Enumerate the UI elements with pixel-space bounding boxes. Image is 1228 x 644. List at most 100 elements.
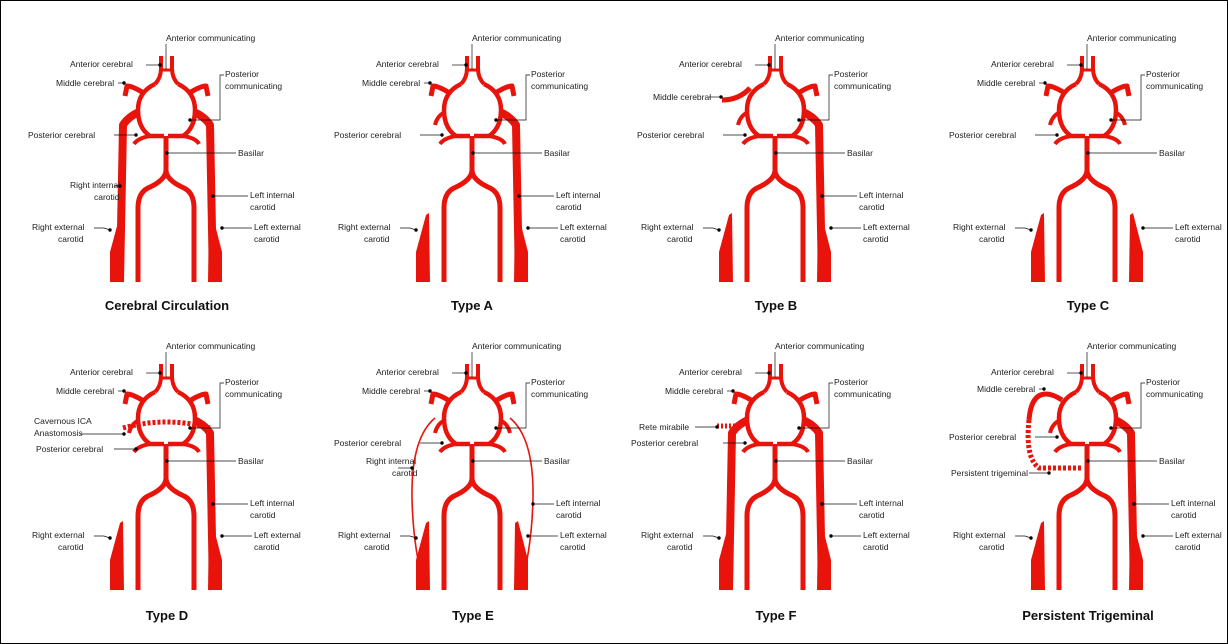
- label-left-internal: Left internal: [250, 190, 295, 200]
- vessels: [1031, 56, 1143, 282]
- dot-anterior-cerebral: [1079, 63, 1082, 66]
- label-right-external-2: carotid: [58, 542, 84, 552]
- label-right-external-2: carotid: [364, 542, 390, 552]
- label-posterior-cerebral: Posterior cerebral: [334, 130, 401, 140]
- label-right-external: Right external: [32, 530, 85, 540]
- leader-right-external-carotid: [400, 228, 416, 230]
- panel-title: Cerebral Circulation: [105, 298, 229, 313]
- label-middle-cerebral: Middle cerebral: [653, 92, 711, 102]
- panel-title: Type F: [756, 608, 797, 623]
- right-middle-cerebral-artery: [431, 394, 448, 404]
- label-anterior-communicating: Anterior communicating: [166, 33, 256, 43]
- dot-posterior-cerebral: [1055, 435, 1058, 438]
- dot-left-external-carotid: [526, 534, 529, 537]
- label-communicating: communicating: [834, 389, 891, 399]
- leader-right-external-carotid: [703, 228, 719, 230]
- dot-basilar: [471, 151, 474, 154]
- label-left-external: Left external: [863, 222, 910, 232]
- left-posterior-cerebral-artery: [792, 136, 808, 144]
- dot-persistent-trigeminal: [1047, 471, 1050, 474]
- label-left-internal-2: carotid: [250, 202, 276, 212]
- left-vertebral-artery: [166, 478, 194, 590]
- label-posterior: Posterior: [1146, 69, 1180, 79]
- dot-anterior-cerebral: [767, 371, 770, 374]
- right-vertebral-artery: [138, 170, 166, 282]
- left-anterior-cerebral-artery: [1093, 364, 1099, 392]
- dot-left-internal-carotid: [531, 502, 534, 505]
- dot-posterior-cerebral: [134, 447, 137, 450]
- dot-anterior-cerebral: [464, 63, 467, 66]
- dot-posterior-communicating: [797, 118, 800, 121]
- left-internal-carotid-artery: [803, 112, 822, 282]
- label-right-external: Right external: [338, 222, 391, 232]
- dot-anterior-cerebral: [1079, 371, 1082, 374]
- label-posterior-cerebral: Posterior cerebral: [334, 438, 401, 448]
- label-left-external-2: carotid: [1175, 234, 1201, 244]
- label-right-external-2: carotid: [667, 542, 693, 552]
- dot-right-internal-carotid: [410, 466, 413, 469]
- label-anterior-cerebral: Anterior cerebral: [991, 59, 1054, 69]
- dot-anterior-cerebral: [158, 63, 161, 66]
- left-middle-cerebral-artery: [191, 394, 208, 404]
- dot-anterior-cerebral: [767, 63, 770, 66]
- label-anterior-cerebral: Anterior cerebral: [679, 367, 742, 377]
- panel-cerebral-circulation: Anterior communicatingAnterior cerebralM…: [0, 20, 300, 330]
- label-posterior-cerebral: Posterior cerebral: [949, 432, 1016, 442]
- left-vertebral-artery: [775, 478, 803, 590]
- left-internal-carotid-artery: [803, 420, 822, 590]
- label-posterior: Posterior: [225, 377, 259, 387]
- label-communicating: communicating: [1146, 81, 1203, 91]
- label-left-internal: Left internal: [556, 498, 601, 508]
- label-left-internal-2: carotid: [859, 510, 885, 520]
- left-external-carotid-artery: [514, 521, 528, 590]
- dot-posterior-communicating: [188, 118, 191, 121]
- dot-middle-cerebral: [719, 95, 722, 98]
- label-left-external-2: carotid: [254, 234, 280, 244]
- dot-posterior-communicating: [1109, 118, 1112, 121]
- label-middle-cerebral: Middle cerebral: [56, 78, 114, 88]
- dot-right-external-carotid: [1029, 536, 1032, 539]
- left-posterior-cerebral-artery: [792, 444, 808, 452]
- dot-left-external-carotid: [220, 534, 223, 537]
- label-communicating: communicating: [225, 81, 282, 91]
- vessels: [719, 56, 831, 282]
- label-left-external: Left external: [254, 530, 301, 540]
- label-right-external-2: carotid: [364, 234, 390, 244]
- label-right-external-2: carotid: [979, 542, 1005, 552]
- dot-middle-cerebral: [1042, 387, 1045, 390]
- dot-basilar: [165, 459, 168, 462]
- dot-left-internal-carotid: [820, 502, 823, 505]
- panel-type-b: Anterior communicatingAnterior cerebralM…: [609, 20, 909, 330]
- panel-type-a: Anterior communicatingAnterior cerebralM…: [306, 20, 606, 330]
- dot-left-internal-carotid: [1132, 502, 1135, 505]
- label-left-internal-2: carotid: [859, 202, 885, 212]
- panel-type-c: Anterior communicatingAnterior cerebralM…: [921, 20, 1221, 330]
- panel-title: Type C: [1067, 298, 1110, 313]
- left-posterior-cerebral-artery: [183, 444, 199, 452]
- label-right-internal: Right internal: [70, 180, 120, 190]
- label-right-external-2: carotid: [979, 234, 1005, 244]
- label-communicating: communicating: [1146, 389, 1203, 399]
- dot-middle-cerebral: [1043, 81, 1046, 84]
- label-right-external: Right external: [641, 222, 694, 232]
- dot-left-internal-carotid: [820, 194, 823, 197]
- left-anterior-cerebral-artery: [478, 364, 484, 392]
- label-right-internal-2: carotid: [94, 192, 120, 202]
- dot-left-external-carotid: [1141, 226, 1144, 229]
- vessels: [416, 56, 528, 282]
- label-posterior-cerebral: Posterior cerebral: [36, 444, 103, 454]
- dot-basilar: [774, 151, 777, 154]
- right-anterior-cerebral-artery: [764, 364, 770, 392]
- label-communicating: communicating: [225, 389, 282, 399]
- right-anterior-cerebral-artery: [1076, 364, 1082, 392]
- left-vertebral-artery: [1087, 170, 1115, 282]
- label-left-external-2: carotid: [1175, 542, 1201, 552]
- label-left-internal: Left internal: [250, 498, 295, 508]
- dot-posterior-cerebral: [743, 441, 746, 444]
- dot-middle-cerebral: [122, 81, 125, 84]
- label-left-external: Left external: [560, 222, 607, 232]
- right-anterior-cerebral-artery: [764, 56, 770, 84]
- right-anterior-cerebral-artery: [461, 56, 467, 84]
- left-posterior-cerebral-artery: [489, 444, 505, 452]
- dot-right-external-carotid: [414, 228, 417, 231]
